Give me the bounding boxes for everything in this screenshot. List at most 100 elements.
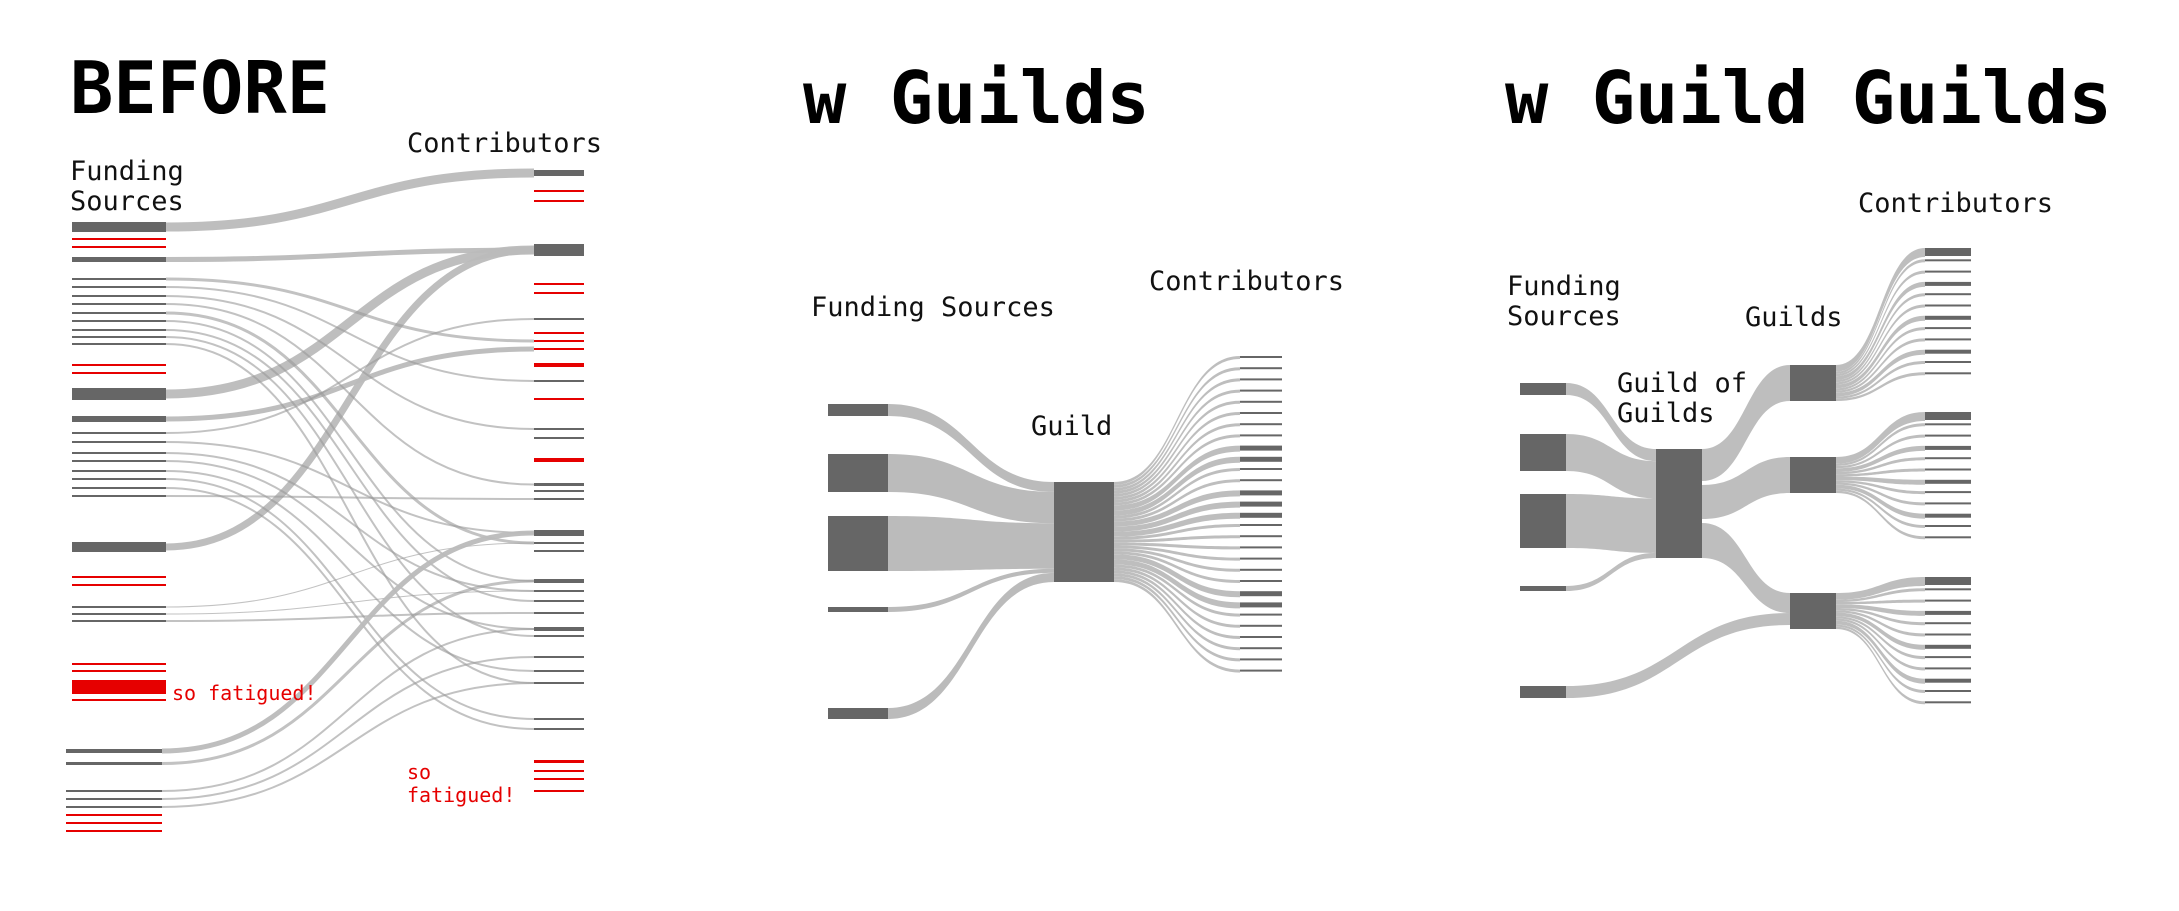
before-flow-25 [161,530,535,754]
before-flow-19 [165,478,535,720]
before-funding-source-node-26 [72,576,166,578]
gg-contributor-node-23 [1925,536,1971,539]
guild-of-guilds-node [1656,449,1702,558]
guild-node [1054,482,1114,582]
guilds-funding-source-node-1 [828,454,888,492]
guilds-guild-label: Guild [1031,411,1113,442]
before-contributor-node-12 [534,398,584,400]
gg-contributor-flow-1-1 [1836,423,1925,466]
guilds-funding-source-node-0 [828,404,888,416]
before-funding-source-node-31 [72,663,166,665]
before-contributor-node-13 [534,428,584,430]
before-contributor-node-6 [534,318,584,320]
guild-guilds-nodes [1520,248,1971,704]
before-flow-21 [165,495,535,500]
guilds-contributor-node-7 [1240,434,1282,437]
gg-contributor-node-1 [1925,259,1971,262]
before-flow-8 [165,303,535,486]
guilds-contributor-node-3 [1240,389,1282,392]
gg-contributor-node-24 [1925,577,1971,585]
guilds-contributor-node-10 [1240,468,1282,470]
before-contributor-node-10 [534,363,584,367]
gg-contributor-flow-2-4 [1836,608,1925,626]
gg-contributor-flow-1-3 [1836,445,1925,472]
before-diagram [66,168,584,832]
before-flow-20 [165,487,535,730]
gg-contributor-flow-2-3 [1836,604,1925,616]
gg-contributor-flow-1-6 [1836,476,1925,485]
before-contributor-node-17 [534,490,584,492]
guilds-contributor-node-6 [1240,423,1282,426]
before-contributor-node-4 [534,283,584,285]
gg-contributor-node-3 [1925,281,1971,286]
before-funding-source-node-9 [72,320,166,322]
gg-contributor-flow-0-1 [1836,259,1925,374]
gg-contributor-node-8 [1925,338,1971,341]
before-funding-source-node-24 [72,495,166,497]
guilds-contributor-node-21 [1240,591,1282,597]
before-contributor-node-11 [534,380,584,382]
guilds-contributor-node-9 [1240,456,1282,462]
gg-contributor-node-18 [1925,479,1971,484]
guilds-contributor-node-4 [1240,400,1282,403]
before-funding-source-node-20 [72,460,166,462]
guilds-contributor-node-24 [1240,624,1282,627]
gg-contributor-flow-2-9 [1836,620,1925,684]
gg-contributor-flow-0-7 [1836,327,1925,391]
guilds-title: w Guilds [803,56,1150,140]
gg-contributor-node-32 [1925,667,1971,670]
gg-contributor-node-21 [1925,513,1971,518]
gg-contributor-node-17 [1925,468,1971,471]
gg-contributor-node-5 [1925,304,1971,307]
gg-contributor-flow-0-2 [1836,270,1925,377]
gg-source-flow-0 [1566,383,1656,462]
guilds-contributor-flow-6 [1114,423,1240,503]
before-contributor-node-29 [534,670,584,672]
before-contributor-node-16 [534,483,584,486]
guild-guilds-flows [1566,248,1925,705]
before-funding-source-node-19 [72,452,166,454]
gg-contributor-flow-2-7 [1836,616,1925,660]
before-contributor-node-2 [534,200,584,202]
before-flow-23 [165,590,535,615]
guilds-contributor-node-27 [1240,658,1282,661]
before-funding-source-node-36 [66,762,162,765]
gg-source-flow-3 [1566,552,1656,591]
gg-guild-flow-0 [1702,365,1790,481]
before-flow-14 [165,318,535,434]
guild-guilds-diagram [1520,248,1971,705]
gg-contributor-node-26 [1925,599,1971,602]
guilds-contributor-node-0 [1240,356,1282,358]
gg-contributor-node-35 [1925,701,1971,704]
before-flow-1 [165,247,535,262]
guilds-source-flow-2 [888,516,1054,571]
before-funding-source-node-11 [72,336,166,338]
guilds-contributor-flow-9 [1114,456,1240,516]
guilds-contributor-flow-20 [1114,551,1240,583]
gg-contributor-flow-2-6 [1836,612,1925,650]
before-contributor-node-26 [534,627,584,631]
before-flow-28 [161,656,535,800]
before-flow-18 [165,470,535,672]
before-funding-source-node-34 [72,699,166,701]
gg-guild-node-2 [1790,593,1836,629]
gg-funding-source-node-0 [1520,383,1566,395]
before-contributor-node-25 [534,612,584,614]
gg-source-flow-4 [1566,613,1790,698]
before-flow-4 [165,246,535,551]
guild-guilds-title: w Guild Guilds [1505,56,2112,140]
gg-contributor-flow-2-10 [1836,624,1925,693]
before-funding-source-node-37 [66,790,162,792]
gg-contributor-node-10 [1925,361,1971,363]
guilds-source-flow-4 [888,572,1054,719]
guilds-contributor-flow-26 [1114,573,1240,651]
guilds-contributor-flow-11 [1114,479,1240,522]
before-contributor-node-1 [534,190,584,192]
before-funding-source-node-13 [72,364,166,366]
guilds-contributor-flow-5 [1114,412,1240,500]
gg-contributor-node-13 [1925,423,1971,426]
guild-guilds-contributors-label: Contributors [1858,188,2054,219]
before-funding-source-node-23 [72,487,166,489]
before-fatigue-note-contributors: so fatigued! [407,760,516,807]
before-funding-source-node-16 [72,416,166,422]
